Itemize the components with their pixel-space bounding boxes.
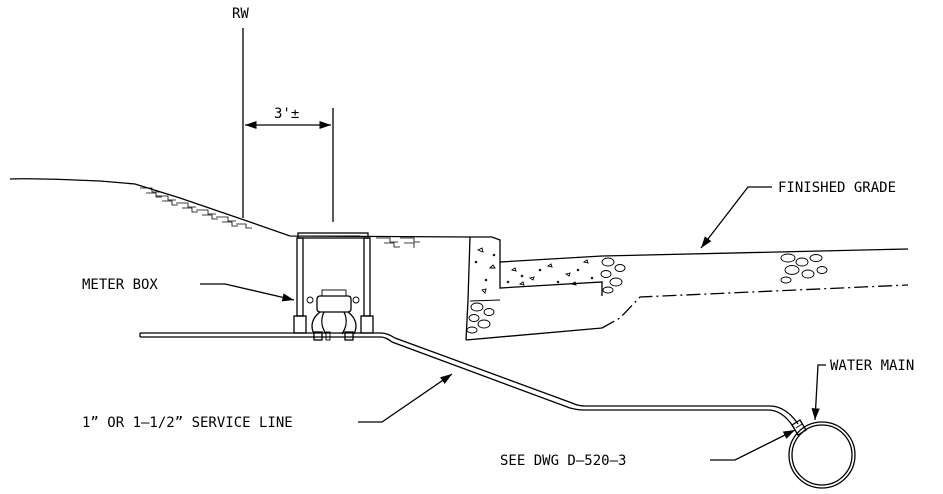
meter-box: [293, 232, 374, 335]
meter-box-label: METER BOX: [82, 277, 158, 293]
dimension-label: 3'±: [274, 106, 299, 122]
water-meter: [306, 289, 360, 335]
water-main-label: WATER MAIN: [830, 358, 914, 374]
ground-hatching-left: [140, 187, 420, 248]
dimension-3ft: 3'±: [245, 106, 334, 222]
concrete-speckles: [474, 247, 594, 294]
water-main: [788, 419, 856, 489]
finished-grade-callout: FINISHED GRADE: [700, 180, 896, 249]
existing-ground: [9, 178, 471, 248]
service-line-label: 1” OR 1—1/2” SERVICE LINE: [82, 415, 293, 431]
meter-box-callout: METER BOX: [82, 277, 295, 302]
see-dwg-callout: SEE DWG D—520—3: [500, 429, 796, 469]
corporation-stop: [791, 419, 807, 436]
rw-label: RW: [232, 6, 249, 22]
service-line-pipe: [139, 331, 799, 429]
water-main-callout: WATER MAIN: [811, 358, 914, 421]
finished-grade-label: FINISHED GRADE: [778, 180, 896, 196]
see-dwg-label: SEE DWG D—520—3: [500, 453, 626, 469]
right-of-way-line: RW: [232, 6, 249, 218]
gravel-base: [466, 253, 828, 334]
service-line-callout: 1” OR 1—1/2” SERVICE LINE: [82, 373, 453, 431]
curb-and-sidewalk: [465, 236, 909, 341]
